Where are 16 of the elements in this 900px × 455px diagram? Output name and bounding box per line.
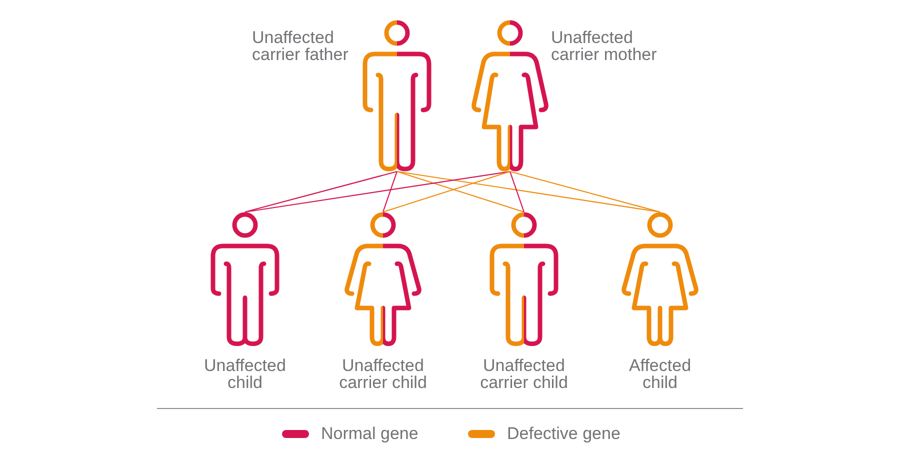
person-label: Unaffected carrier child [479, 357, 569, 392]
legend-label: Defective gene [507, 425, 620, 443]
connector-line [396, 170, 660, 213]
connector-line [396, 170, 524, 213]
person-label: Unaffected child [203, 357, 287, 392]
connector-line [382, 171, 398, 212]
connector-line [382, 170, 510, 213]
legend-label: Normal gene [321, 425, 418, 443]
connector-line [509, 171, 525, 212]
connector-line [244, 170, 398, 213]
person-label: Unaffected carrier mother [551, 29, 658, 63]
connector-line [510, 170, 660, 213]
person-label: Unaffected carrier father [252, 29, 350, 63]
person-label: Unaffected carrier child [338, 357, 428, 392]
person-label: Affected child [628, 357, 692, 392]
connector-line [244, 170, 510, 213]
